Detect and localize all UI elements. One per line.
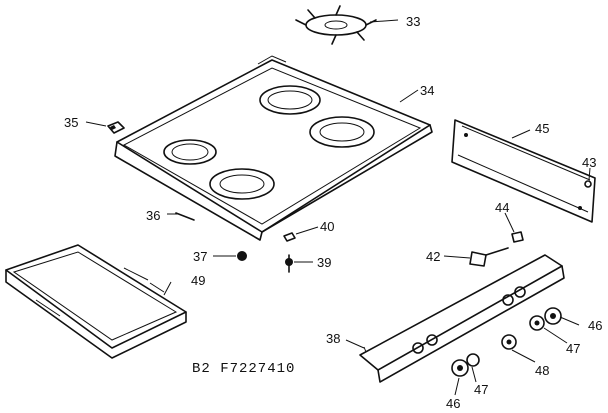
small-clip <box>511 231 524 243</box>
leader-lines <box>85 19 591 396</box>
rear-screw <box>584 180 592 188</box>
label-44: 44 <box>495 200 509 215</box>
label-35: 35 <box>64 115 78 130</box>
bottom-pan <box>5 244 187 359</box>
label-38: 38 <box>326 331 340 346</box>
burner-valve-screw <box>285 254 293 273</box>
burner-grate <box>295 5 377 45</box>
diagram-code: B2 F7227410 <box>192 361 295 377</box>
label-47-upper: 47 <box>566 341 580 356</box>
burner-opening-rear <box>259 85 321 115</box>
label-46-lower: 46 <box>446 396 460 411</box>
label-46-upper: 46 <box>588 318 602 333</box>
clip <box>175 212 195 221</box>
label-43: 43 <box>582 155 596 170</box>
screw <box>237 251 247 261</box>
label-33: 33 <box>406 14 420 29</box>
label-36: 36 <box>146 208 160 223</box>
label-45: 45 <box>535 121 549 136</box>
label-34: 34 <box>420 83 434 98</box>
rear-bracket <box>451 119 596 223</box>
label-49: 49 <box>191 273 205 288</box>
small-bracket <box>107 121 125 134</box>
spacer <box>283 232 296 242</box>
part-labels: 33 34 35 36 37 40 39 42 44 45 43 49 38 4… <box>64 14 602 411</box>
label-42: 42 <box>426 249 440 264</box>
label-39: 39 <box>317 255 331 270</box>
label-40: 40 <box>320 219 334 234</box>
label-47-lower: 47 <box>474 382 488 397</box>
knob-port <box>412 286 526 354</box>
control-knob <box>451 307 562 377</box>
label-48: 48 <box>535 363 549 378</box>
burner-opening-right <box>309 116 375 148</box>
gas-valve <box>469 247 509 267</box>
cooktop <box>114 55 433 241</box>
label-37: 37 <box>193 249 207 264</box>
control-panel <box>359 254 565 383</box>
burner-opening-front <box>209 168 275 200</box>
burner-opening-left <box>163 139 217 165</box>
